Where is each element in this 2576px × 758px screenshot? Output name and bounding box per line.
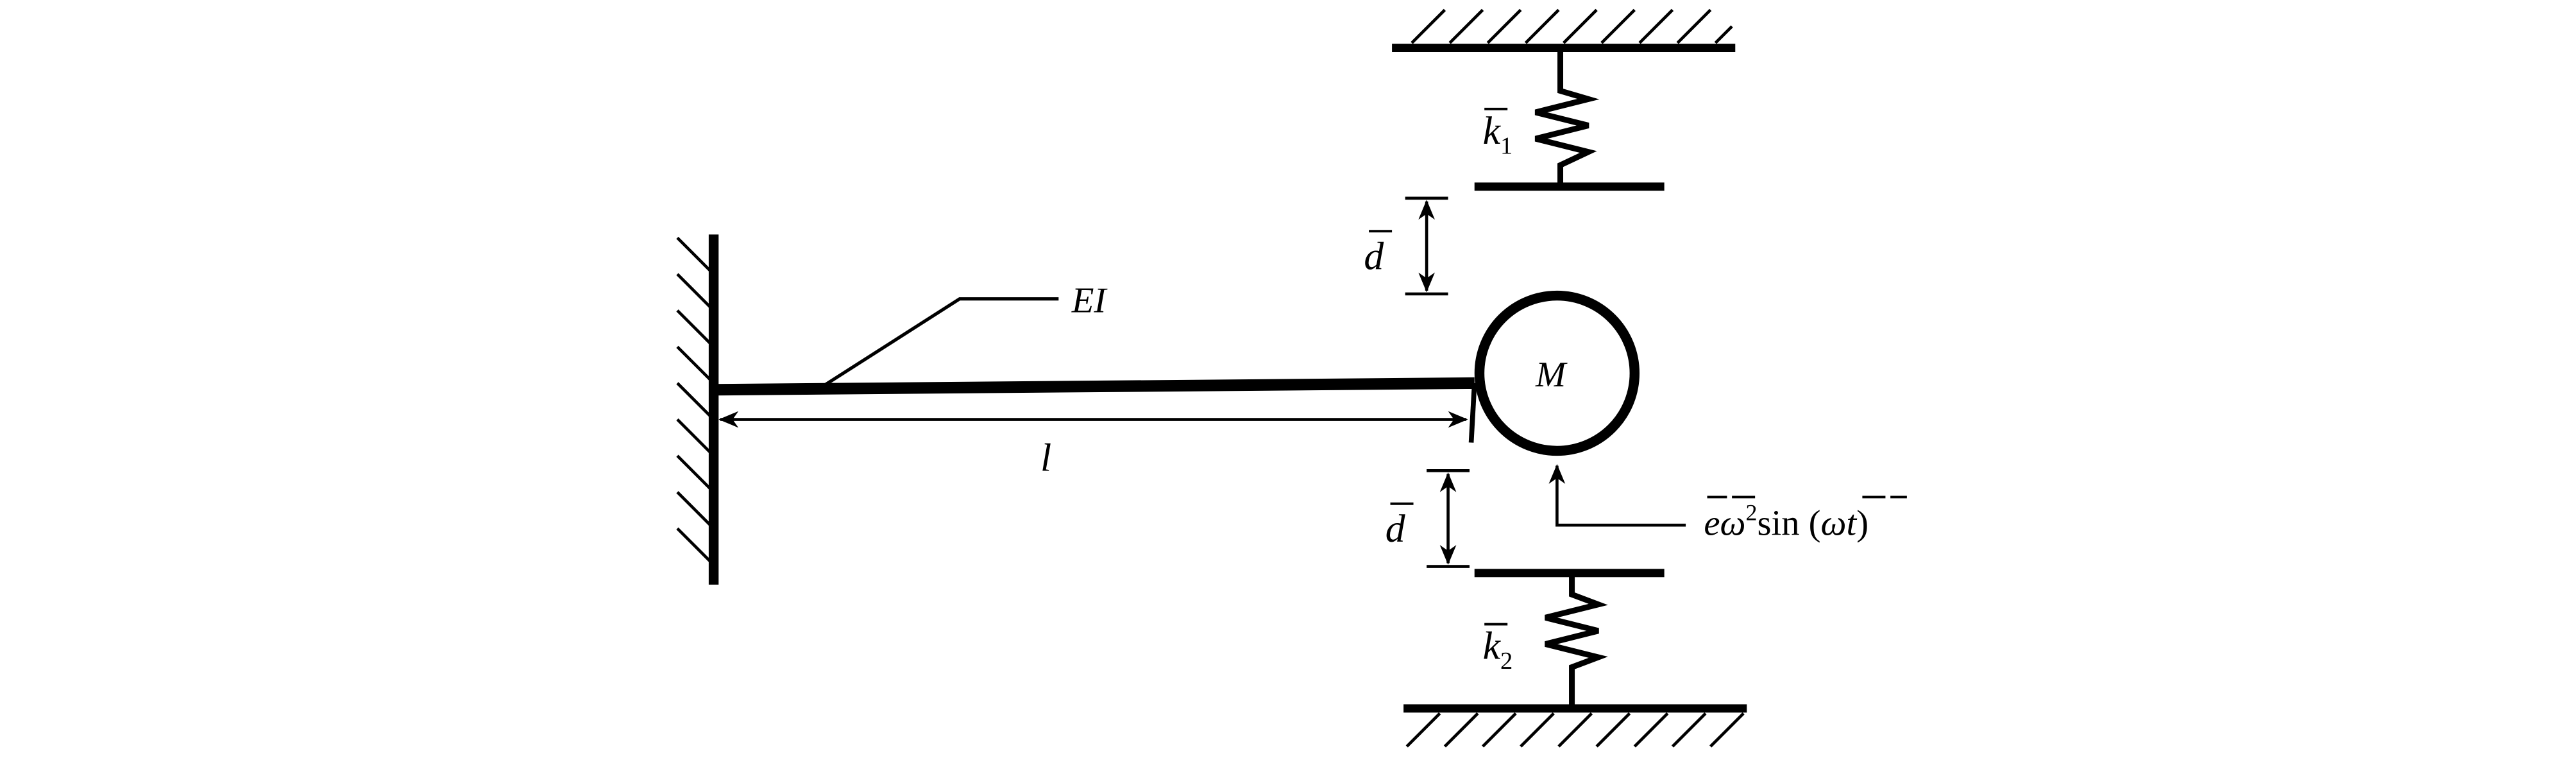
beam-stiffness-label: EI	[1071, 280, 1108, 320]
excitation-force: eω2sin (ωt)	[1548, 464, 1907, 544]
cantilever-beam	[713, 377, 1475, 396]
lower-gap-dimension: d	[1385, 469, 1470, 568]
lower-spring	[1545, 576, 1608, 709]
length-dimension: l	[718, 383, 1477, 479]
lower-gap-label: d	[1385, 507, 1406, 551]
upper-gap-label: d	[1364, 234, 1384, 278]
mass-label: M	[1535, 355, 1568, 395]
upper-spring-label: k1	[1483, 109, 1513, 159]
upper-gap-dimension: d	[1364, 196, 1448, 296]
length-label: l	[1040, 436, 1051, 479]
upper-spring-support: k1	[1392, 8, 1736, 191]
end-mass: M	[1474, 290, 1640, 456]
beam-stiffness-callout: EI	[822, 280, 1108, 388]
excitation-force-label: eω2sin (ωt)	[1704, 499, 1868, 543]
lower-spring-label: k2	[1483, 624, 1513, 675]
upper-spring	[1534, 51, 1600, 187]
fixed-wall-support	[676, 234, 719, 585]
lower-spring-support: k2	[1403, 569, 1747, 748]
